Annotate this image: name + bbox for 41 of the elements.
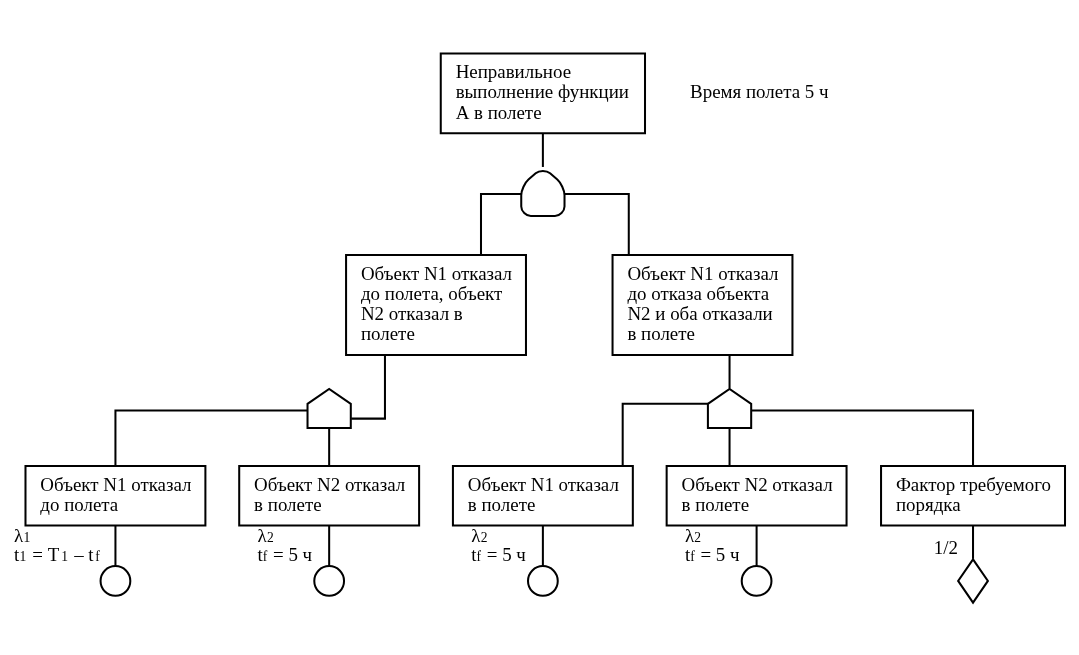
node-box: Объект N1 отказал до полета xyxy=(24,464,207,526)
connector xyxy=(751,409,975,466)
node-circle xyxy=(313,564,346,597)
connector xyxy=(755,525,758,566)
node-circle xyxy=(740,564,773,597)
node-gate xyxy=(306,387,352,429)
node-label: λ2 xyxy=(471,524,488,546)
connector xyxy=(328,427,331,466)
connector xyxy=(114,409,308,466)
node-label: tf = 5 ч xyxy=(471,543,526,565)
connector xyxy=(728,427,731,466)
node-circle xyxy=(99,564,132,597)
node-label: λ2 xyxy=(257,524,274,546)
connector xyxy=(972,525,975,559)
node-diamond xyxy=(956,557,990,604)
label: Время полета 5 ч xyxy=(690,80,829,102)
node-label: λ2 xyxy=(684,524,702,546)
connector xyxy=(480,192,522,255)
node-box: Неправильное выполнение функции А в полете xyxy=(439,51,647,134)
node-circle xyxy=(527,564,559,597)
node-box: Объект N1 отказал до отказа объекта N2 и оба отказали в полете xyxy=(611,253,794,356)
node-box: Объект N2 отказал в полете xyxy=(665,464,848,526)
node-box: Объект N1 отказал до полета, объект N2 отказал в полете xyxy=(345,253,527,356)
connector xyxy=(541,525,544,566)
connector xyxy=(728,354,731,388)
node-box: Объект N1 отказал в полете xyxy=(451,464,634,526)
node-gate xyxy=(706,387,753,429)
node-box: Объект N2 отказал в полете xyxy=(238,464,421,526)
node-label: t1 = T1 – tf xyxy=(13,543,100,565)
node-box: Фактор требуемого порядка xyxy=(880,464,1067,526)
node-label: λ1 xyxy=(13,524,31,546)
node-label: tf = 5 ч xyxy=(257,543,313,565)
connector xyxy=(621,402,708,466)
connector xyxy=(541,133,544,167)
connector xyxy=(114,525,117,566)
node-gate xyxy=(520,169,566,217)
connector xyxy=(351,354,386,420)
node-label: tf = 5 ч xyxy=(684,543,740,565)
connector xyxy=(328,525,331,566)
connector xyxy=(564,192,630,255)
node-label: 1/2 xyxy=(933,536,958,558)
